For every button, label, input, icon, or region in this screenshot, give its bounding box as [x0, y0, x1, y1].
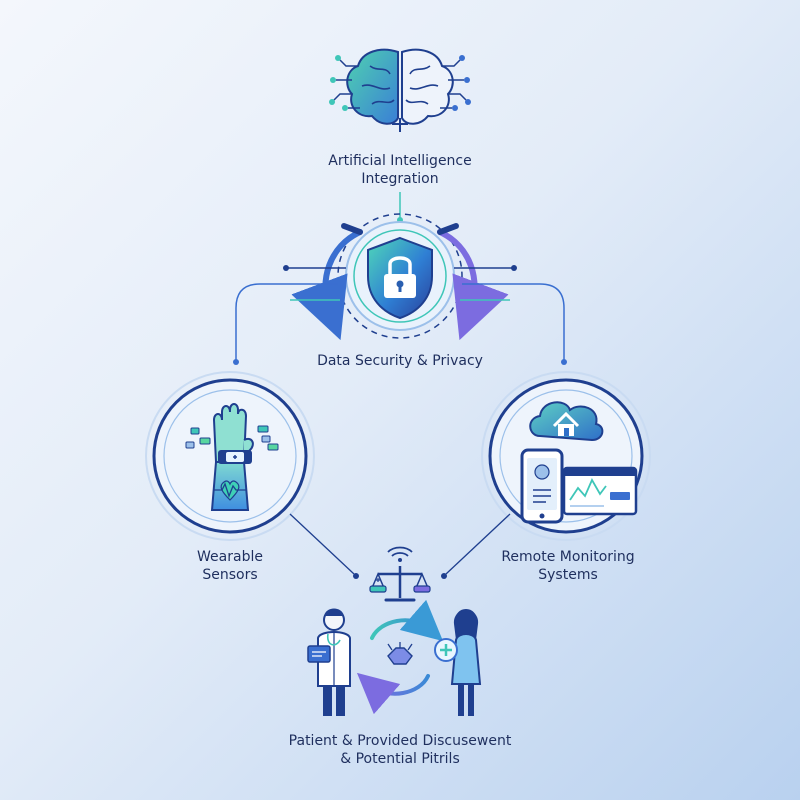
- home-icon: [552, 411, 580, 436]
- discussion-line1: Patient & Provided Discusewent: [288, 733, 512, 749]
- wifi-signal-icon: [387, 546, 413, 562]
- brain-icon: [329, 48, 471, 132]
- wearable-sensors-label: Wearable Sensors: [150, 548, 310, 584]
- heartbeat-icon: [214, 480, 246, 501]
- connector-wearable-balance: [289, 513, 355, 575]
- ai-integration-line1: Artificial Intelligence: [328, 153, 472, 169]
- data-security-line1: Data Security & Privacy: [317, 353, 483, 369]
- discussion-line2: & Potential Pitrils: [340, 751, 460, 767]
- connector-left: [233, 265, 346, 365]
- patient-icon: [450, 609, 482, 716]
- data-security-label: Data Security & Privacy: [280, 352, 520, 370]
- cycle-arrows-icon: [356, 599, 444, 715]
- wearable-sensors-line1: Wearable: [197, 549, 263, 565]
- ai-integration-label: Artificial Intelligence Integration: [280, 152, 520, 188]
- smartphone-icon: [520, 448, 564, 524]
- lock-icon: [384, 256, 416, 298]
- discussion-label: Patient & Provided Discusewent & Potenti…: [230, 732, 570, 768]
- balance-scale-icon: [369, 566, 431, 602]
- cloud-icon: [529, 401, 604, 442]
- medical-cross-icon: [434, 638, 458, 662]
- ai-integration-line2: Integration: [361, 171, 439, 187]
- handshake-icon: [387, 642, 413, 665]
- sensor-data-icon: [185, 425, 279, 451]
- connector-remote-balance: [445, 513, 511, 575]
- tablet-icon: [307, 645, 331, 663]
- wearable-sensors-line2: Sensors: [202, 567, 258, 583]
- connector-dot: [441, 573, 447, 579]
- remote-monitoring-line2: Systems: [538, 567, 598, 583]
- connector-dot: [353, 573, 359, 579]
- smartwatch-icon: [218, 450, 252, 464]
- monitor-chart-icon: [562, 466, 638, 516]
- remote-monitoring-line1: Remote Monitoring: [501, 549, 635, 565]
- wearable-sensors-node: [145, 371, 315, 541]
- connector-right: [454, 265, 567, 365]
- remote-monitoring-label: Remote Monitoring Systems: [468, 548, 668, 584]
